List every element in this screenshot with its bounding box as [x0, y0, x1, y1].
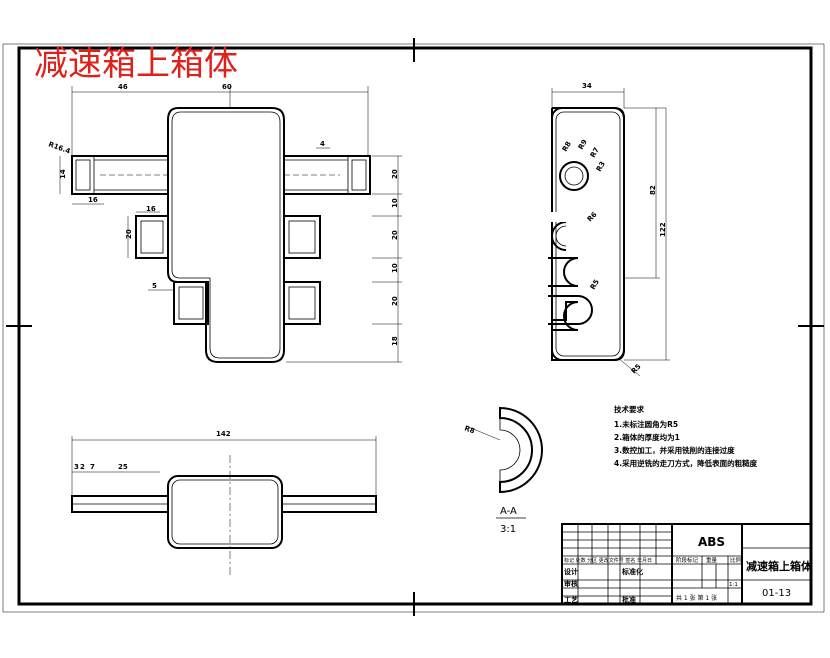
dim-side-height-inner: 82 — [649, 185, 657, 195]
note-2: 2.箱体的厚度均为1 — [614, 432, 680, 442]
dim-row-6: 18 — [391, 336, 399, 346]
tb-material: ABS — [698, 535, 725, 549]
dim-row-2: 10 — [391, 198, 399, 208]
tb-drawing-no: 01-13 — [762, 588, 791, 599]
dim-left-width: 46 — [118, 83, 128, 91]
tech-notes: 技术要求 1.未标注圆角为R5 2.箱体的厚度均为1 3.数控加工，并采用铣削的… — [614, 404, 758, 468]
note-1: 1.未标注圆角为R5 — [614, 419, 678, 429]
side-view: 34 82 122 R8 R9 R7 R3 R6 R5 R5 — [548, 82, 670, 377]
dim-front-d2: 2 — [80, 463, 85, 471]
front-view: 142 3 2 7 25 — [71, 430, 377, 575]
tb-head-row: 标记 处数 分区 更改文件号 签名 年月日 — [564, 557, 652, 564]
dim-row-4: 10 — [391, 263, 399, 273]
low-left-bearing — [173, 281, 209, 325]
dim-left-bearing-height: 14 — [59, 169, 67, 179]
dim-front-total: 142 — [216, 430, 231, 438]
dim-bore-r3: R7 — [589, 146, 601, 159]
section-scale: 3:1 — [500, 524, 516, 535]
section-label: A-A — [500, 506, 517, 517]
dim-front-d4: 25 — [118, 463, 128, 471]
dim-top-right-mark: 4 — [320, 140, 325, 148]
dim-bore-r4: R3 — [595, 160, 607, 173]
tb-approve: 批准 — [622, 595, 636, 604]
tb-ratio: 比例 — [730, 556, 742, 564]
notes-heading: 技术要求 — [614, 404, 644, 414]
tb-checker: 审核 — [564, 579, 578, 588]
top-body — [167, 107, 285, 363]
note-3: 3.数控加工，并采用铣削的连接过度 — [614, 445, 735, 455]
mid-left-bearing — [135, 215, 169, 259]
dim-bore-r5: R6 — [586, 210, 599, 223]
section-view: R8 A-A 3:1 — [463, 406, 543, 535]
side-bore-top — [559, 161, 589, 191]
front-body — [167, 475, 283, 549]
dim-small-b: 20 — [125, 229, 133, 239]
dim-bore-r1: R8 — [561, 140, 573, 153]
dim-small-c: 5 — [152, 282, 157, 290]
dim-fillet: R5 — [630, 362, 643, 375]
inner-frame — [17, 46, 813, 606]
tb-weight: 重量 — [706, 556, 718, 564]
dim-row-3: 20 — [391, 230, 399, 240]
dim-top-left-mark: R16.4 — [47, 140, 71, 155]
drawing-title: 减速箱上箱体 — [34, 44, 238, 84]
dim-right-width: 60 — [222, 83, 232, 91]
dim-section-radius: R8 — [463, 424, 475, 435]
tb-process: 工艺 — [564, 595, 578, 604]
low-right-bearing — [283, 281, 321, 325]
dim-row-1: 20 — [391, 169, 399, 179]
dim-bore-r6: R5 — [589, 278, 601, 291]
tb-designer: 设计 — [564, 567, 578, 576]
tb-sheet: 共 1 张 第 1 张 — [676, 594, 717, 602]
top-view: 46 60 20 10 20 10 20 18 14 16 R16.4 16 2… — [47, 83, 402, 363]
dim-front-d1: 3 — [74, 463, 79, 471]
tb-stage: 阶段标记 — [676, 556, 699, 564]
dim-front-d3: 7 — [90, 463, 95, 471]
outer-frame — [2, 43, 825, 613]
title-block: 标记 处数 分区 更改文件号 签名 年月日 设计 标准化 审核 工艺 批准 AB… — [561, 523, 813, 605]
dim-left-bearing-width: 16 — [88, 196, 98, 204]
dim-side-height-total: 122 — [659, 222, 667, 237]
tb-scale: 1:1 — [729, 582, 738, 588]
top-body-inner — [171, 111, 281, 359]
dim-row-5: 20 — [391, 296, 399, 306]
tb-part-name: 减速箱上箱体 — [746, 559, 813, 573]
dim-bore-r2: R9 — [577, 138, 589, 151]
mid-right-bearing — [283, 215, 321, 259]
note-4: 4.采用逆铣的走刀方式，降低表面的粗糙度 — [614, 458, 758, 468]
dim-side-top-width: 34 — [582, 82, 592, 90]
dim-small-a: 16 — [146, 205, 156, 213]
tb-std: 标准化 — [621, 567, 643, 576]
